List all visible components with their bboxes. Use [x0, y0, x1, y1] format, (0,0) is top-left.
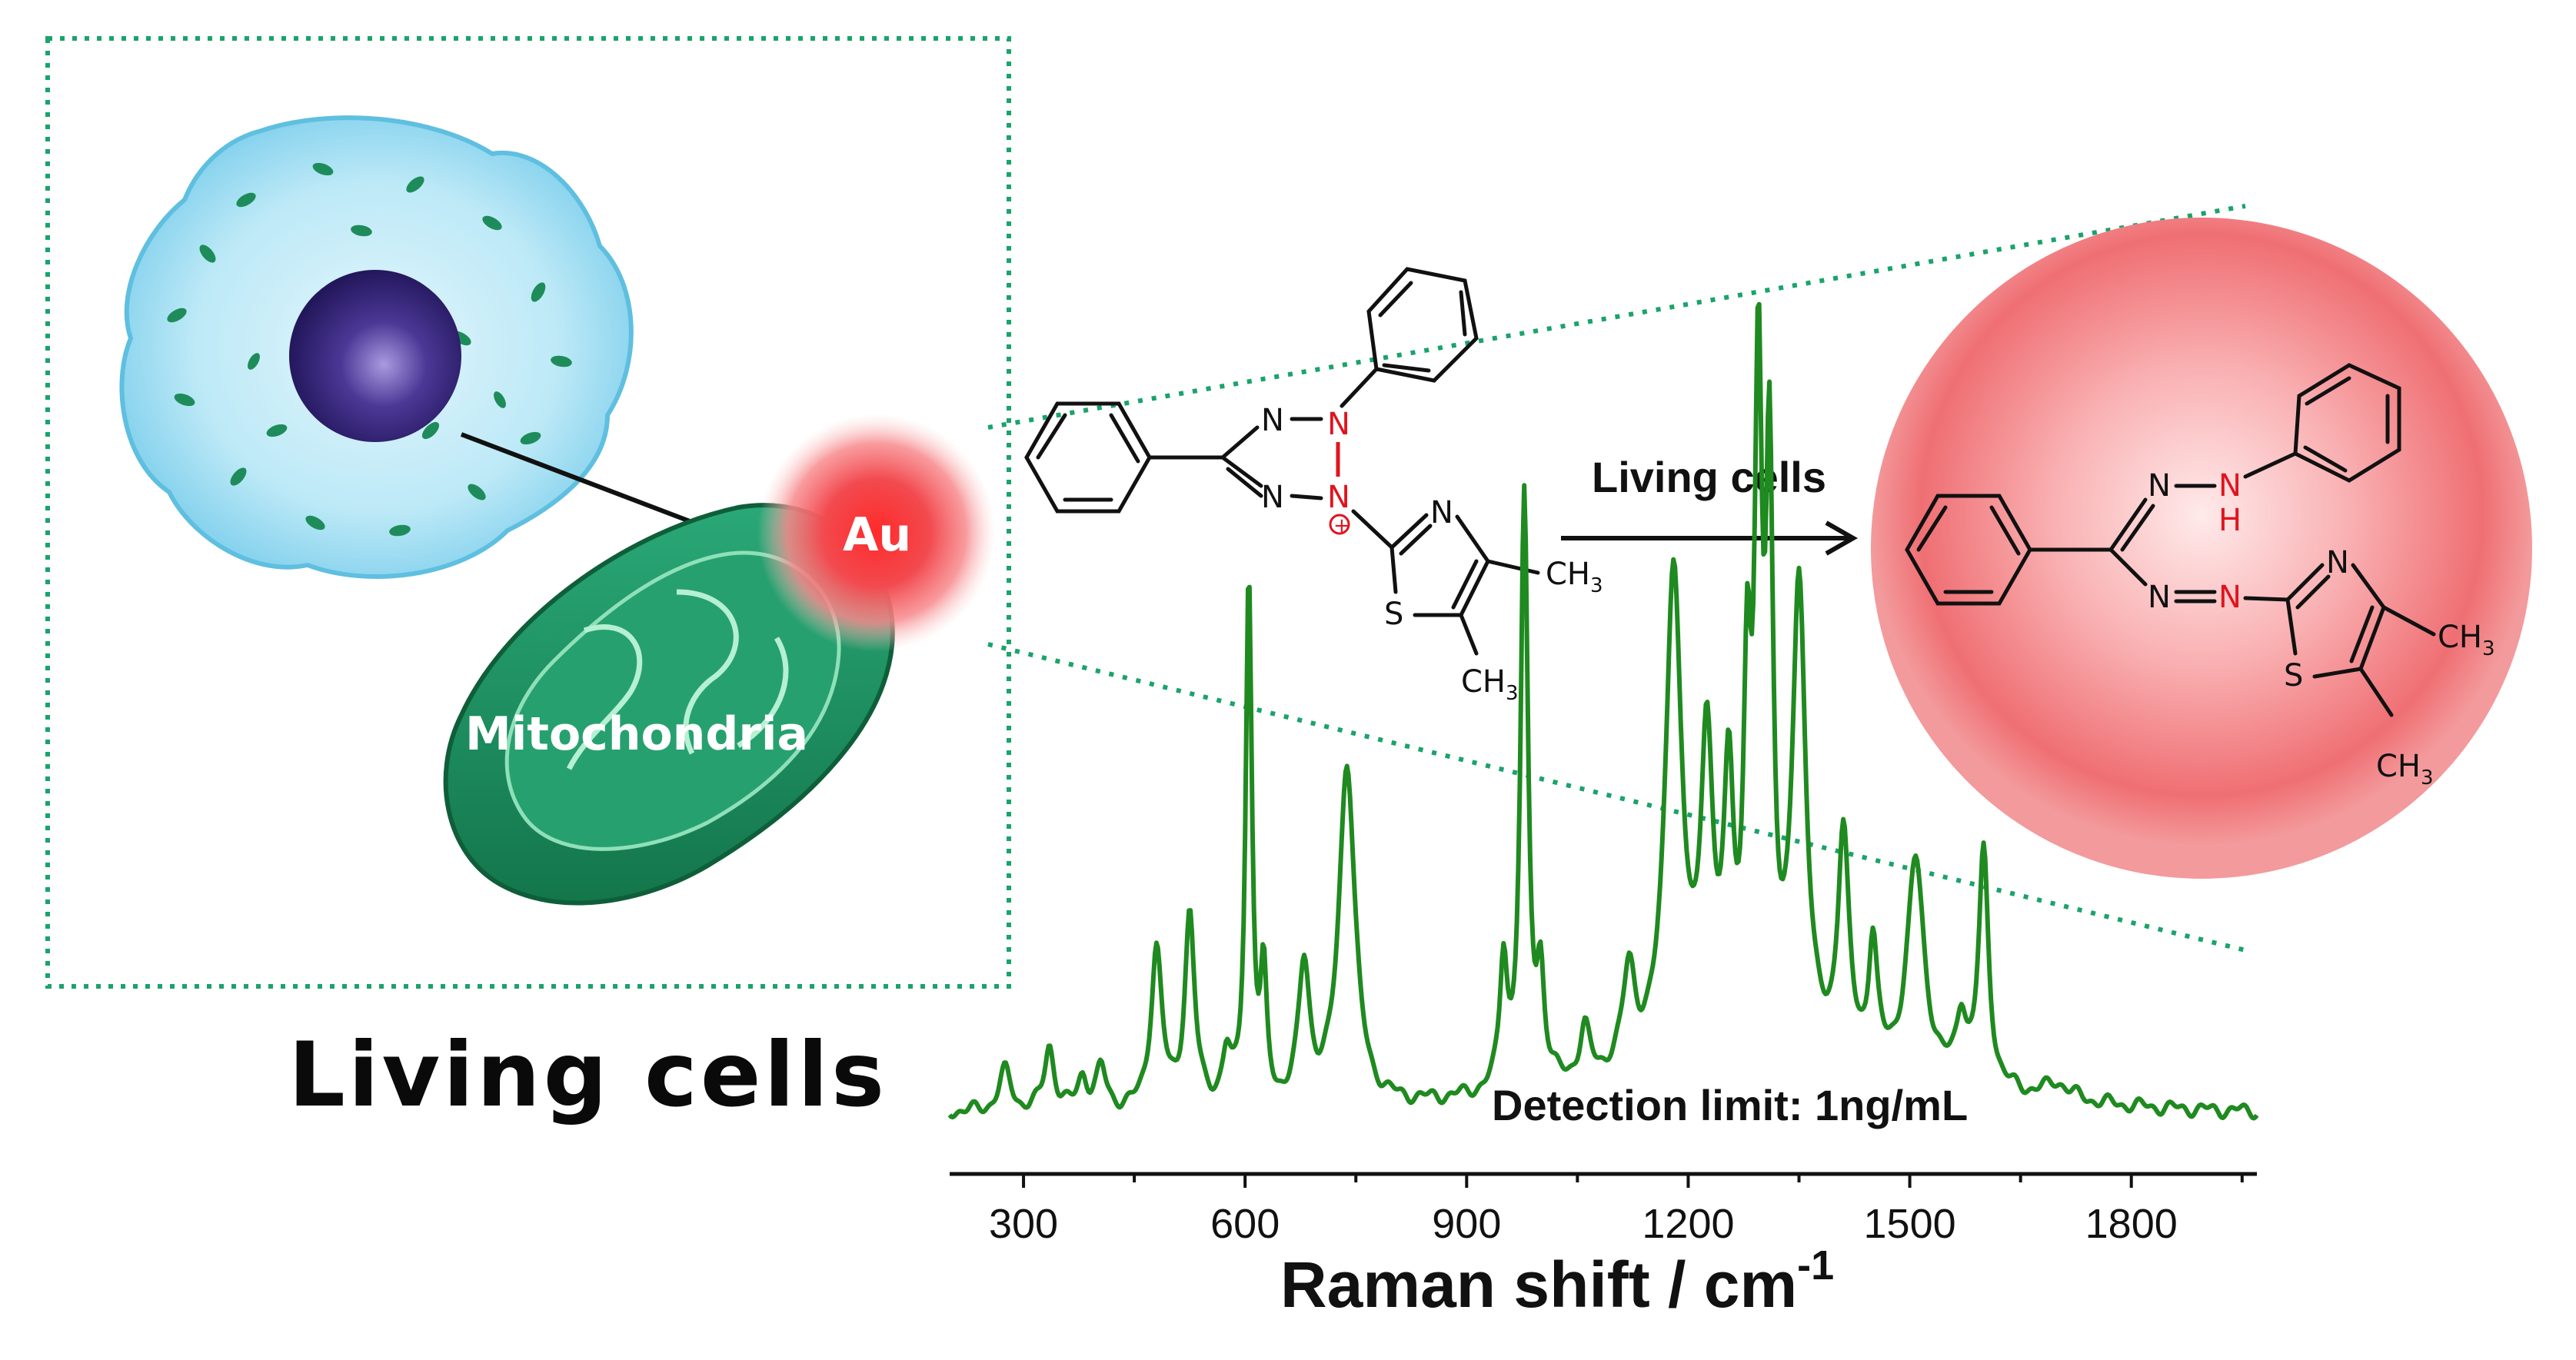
mitochondria-illustration: Mitochondria: [443, 503, 895, 906]
reactant-n5: N: [1430, 495, 1453, 530]
x-axis-title: Raman shift / cm-1: [1280, 1242, 1834, 1321]
reactant-s: S: [1384, 597, 1403, 632]
x-tick-label: 1500: [1864, 1201, 1956, 1247]
reactant-n3: N: [1327, 480, 1350, 515]
reaction-arrow-label: Living cells: [1592, 453, 1826, 501]
x-ticks: [1022, 1174, 2244, 1188]
svg-text:+: +: [1333, 514, 1350, 537]
x-tick-label: 900: [1432, 1201, 1501, 1247]
organelle-dots: [167, 162, 572, 537]
x-tick-labels: 300 600 900 1200 1500 1800: [989, 1201, 2178, 1247]
cell-illustration: [119, 115, 634, 579]
detection-limit: Detection limit: 1ng/mL: [1492, 1081, 1968, 1129]
reactant-n2: N: [1327, 407, 1350, 442]
product-thiazole-n: N: [2326, 545, 2349, 580]
x-tick-label: 600: [1210, 1201, 1280, 1247]
gold-label: Au: [843, 508, 911, 562]
reactant-n4: N: [1261, 480, 1284, 515]
product-sphere: [1871, 218, 2532, 879]
reactant-n1: N: [1261, 403, 1284, 438]
product-ch3-a: CH3: [2438, 620, 2495, 660]
x-tick-label: 1200: [1642, 1201, 1734, 1247]
spectrum-line: [947, 301, 2259, 1121]
mitochondria-label: Mitochondria: [465, 707, 808, 761]
reaction-arrow: Living cells: [1561, 453, 1859, 556]
product-n4: N: [2218, 580, 2242, 615]
product-n1: N: [2148, 468, 2171, 504]
product-s: S: [2284, 658, 2303, 693]
reactant-ch3-a: CH3: [1546, 557, 1603, 597]
reactant-ch3-b: CH3: [1461, 664, 1519, 705]
product-nh-h: H: [2218, 503, 2242, 538]
x-tick-label: 300: [989, 1201, 1058, 1247]
living-cell-frame: [45, 36, 1011, 989]
product-nh-n: N: [2218, 468, 2242, 504]
product-ch3-b: CH3: [2376, 749, 2434, 790]
product-n3: N: [2148, 580, 2171, 615]
reactant-molecule: N N N N + N S CH3 CH3: [1024, 267, 1603, 705]
product-molecule: N N H N N N S CH3 CH3: [1905, 363, 2495, 790]
gold-nanoparticle: Au: [757, 414, 996, 652]
x-tick-label: 1800: [2085, 1201, 2178, 1247]
nucleus: [289, 270, 461, 442]
zoom-line-top: [987, 204, 2246, 430]
living-cells-caption: Living cells: [288, 1023, 887, 1127]
raman-spectrum: 300 600 900 1200 1500 1800 Detection limit: 1…: [947, 301, 2259, 1321]
